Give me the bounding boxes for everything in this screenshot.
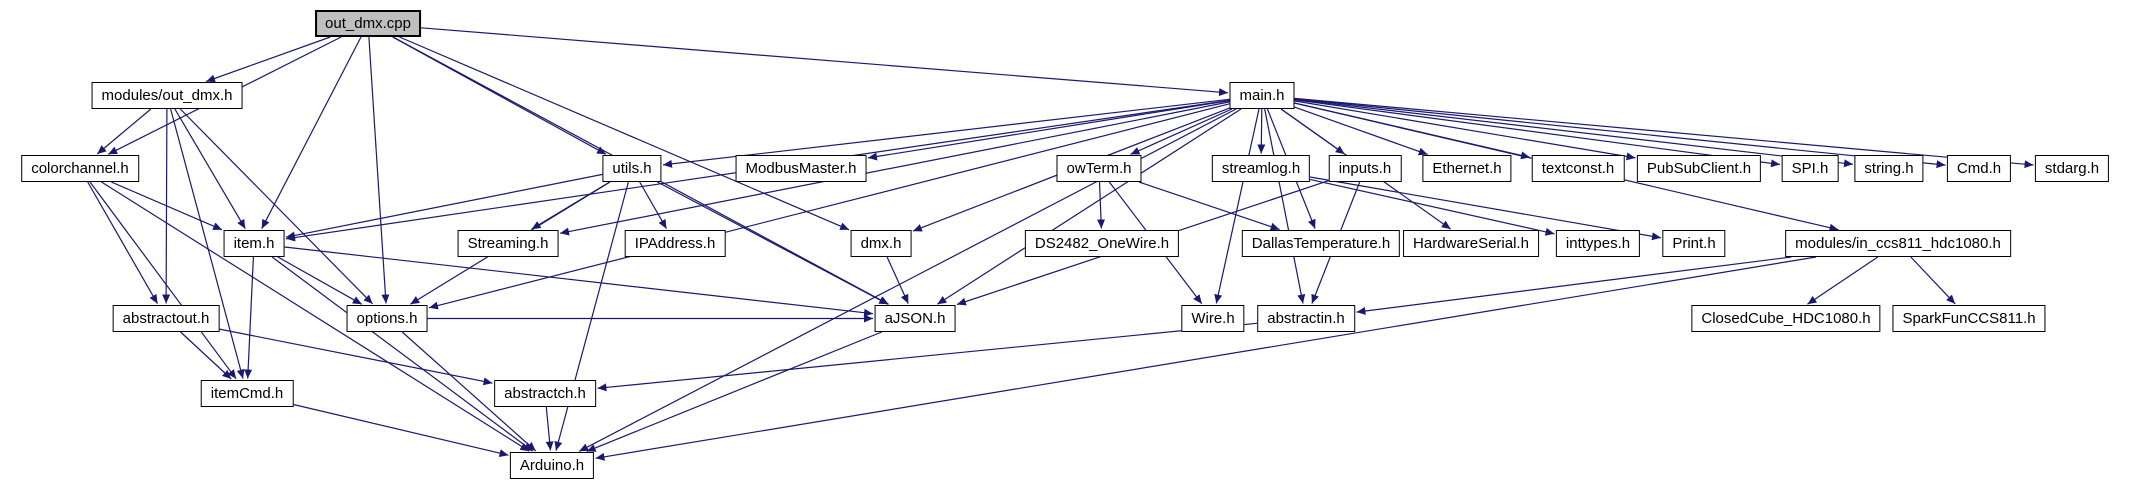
include-edge [261,36,362,229]
include-edge [597,322,1258,392]
graph-node-utils-h[interactable]: utils.h [602,155,662,182]
graph-node-inttypes-h[interactable]: inttypes.h [1555,230,1641,257]
include-edge [886,256,909,304]
graph-node-itemcmd-h[interactable]: itemCmd.h [200,380,294,407]
graph-node-abstractin-h[interactable]: abstractin.h [1257,305,1355,332]
graph-node-out-dmx-cpp[interactable]: out_dmx.cpp [315,10,421,37]
graph-node-cmd-h[interactable]: Cmd.h [1946,155,2012,182]
include-edge [1130,108,1233,155]
include-edge [87,181,159,304]
include-edge [277,256,363,305]
include-edge [96,108,152,155]
include-edge [244,256,254,379]
include-edge [1910,256,1956,305]
graph-node-streamlog-h[interactable]: streamlog.h [1211,155,1311,182]
include-edge [284,246,874,317]
include-edge [401,331,537,452]
include-edge [1294,100,1636,161]
include-edge [1257,108,1266,154]
include-edge [639,181,668,229]
include-edge [1138,181,1280,231]
include-edge [586,331,882,452]
graph-node-sparkfunccs811-h[interactable]: SparkFunCCS811.h [1892,305,2046,332]
include-edge [1214,108,1260,304]
include-edge [545,406,554,451]
graph-node-options-h[interactable]: options.h [346,305,428,332]
graph-node-modules-out-dmx-h[interactable]: modules/out_dmx.h [91,82,243,109]
graph-node-textconst-h[interactable]: textconst.h [1531,155,1625,182]
include-edge [1294,98,1946,169]
graph-node-ethernet-h[interactable]: Ethernet.h [1422,155,1512,182]
include-edge [89,181,237,380]
graph-node-spi-h[interactable]: SPI.h [1781,155,1839,182]
include-edge [1294,98,1854,168]
graph-node-arduino-h[interactable]: Arduino.h [509,452,595,479]
include-edge [293,403,509,458]
graph-node-modules-in-ccs811-hdc1080-h[interactable]: modules/in_ccs811_hdc1080.h [1785,230,2011,257]
include-edge [1264,108,1306,304]
graph-node-print-h[interactable]: Print.h [1662,230,1726,257]
graph-node-streaming-h[interactable]: Streaming.h [457,230,559,257]
include-edge [111,181,223,231]
graph-node-main-h[interactable]: main.h [1229,82,1295,109]
include-edge [1294,97,2034,169]
include-edge [101,181,530,452]
graph-node-modbusmaster-h[interactable]: ModbusMaster.h [735,155,867,182]
include-edge [179,108,374,305]
include-edge [399,36,850,231]
graph-node-dallastemperature-h[interactable]: DallasTemperature.h [1241,230,1401,257]
graph-node-ajson-h[interactable]: aJSON.h [874,305,956,332]
include-edge [285,173,603,240]
graph-node-abstractch-h[interactable]: abstractch.h [494,380,596,407]
include-edge [205,36,331,83]
include-edge [170,108,245,379]
graph-node-item-h[interactable]: item.h [223,230,285,257]
include-edge [428,103,1230,310]
include-edge [180,331,232,380]
graph-node-inputs-h[interactable]: inputs.h [1328,155,1402,182]
include-edge [1309,178,1555,236]
include-edge [1356,256,1792,315]
graph-node-ipaddress-h[interactable]: IPAddress.h [624,230,726,257]
graph-node-colorchannel-h[interactable]: colorchannel.h [21,155,139,182]
graph-node-abstractout-h[interactable]: abstractout.h [112,305,220,332]
include-edge [1309,176,1662,241]
include-edge [936,108,1242,305]
graph-node-string-h[interactable]: string.h [1854,155,1924,182]
graph-node-stdarg-h[interactable]: stdarg.h [2034,155,2110,182]
include-edge [1807,256,1879,305]
include-edge [657,181,889,305]
graph-node-closedcube-hdc1080-h[interactable]: ClosedCube_HDC1080.h [1691,305,1881,332]
include-edge [174,108,246,230]
graph-node-hardwareserial-h[interactable]: HardwareSerial.h [1403,230,1539,257]
include-edge [559,101,1230,236]
include-edge [368,36,390,304]
include-edge [271,256,534,452]
graph-node-pubsubclient-h[interactable]: PubSubClient.h [1636,155,1762,182]
graph-node-owterm-h[interactable]: owTerm.h [1056,155,1142,182]
include-edge [595,256,1817,461]
include-edge [662,98,1230,168]
graph-node-ds2482-onewire-h[interactable]: DS2482_OneWire.h [1024,230,1180,257]
graph-node-wire-h[interactable]: Wire.h [1181,305,1245,332]
include-edge [1294,99,1781,168]
include-edge [420,27,1229,97]
include-edge [219,328,493,386]
include-edge [1097,181,1106,229]
graph-node-dmx-h[interactable]: dmx.h [850,230,912,257]
include-edge [867,100,1230,161]
include-edge [1294,106,1428,156]
